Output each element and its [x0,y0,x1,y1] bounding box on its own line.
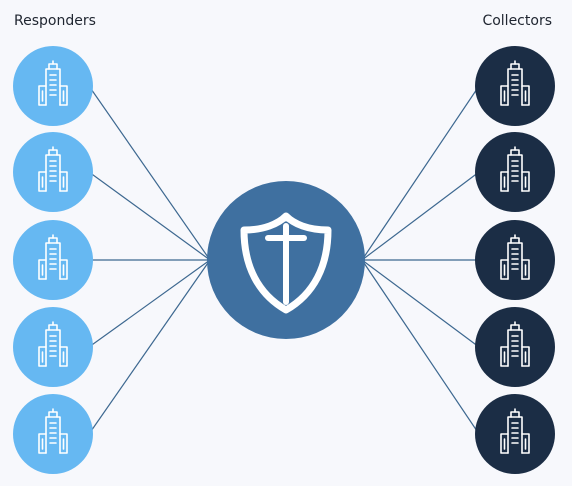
collector-node-3-circle [475,220,555,300]
responders-heading: Responders [14,13,96,29]
responder-node-5 [13,394,93,474]
responder-node-2-circle [13,132,93,212]
collectors-heading: Collectors [482,13,552,29]
responder-node-1 [13,46,93,126]
link-collector-2 [361,171,480,261]
responder-node-4-circle [13,307,93,387]
responder-node-5-circle [13,394,93,474]
responder-node-3-circle [13,220,93,300]
shield-sword-icon [240,212,332,314]
responder-node-1-circle [13,46,93,126]
link-responder-5 [88,259,211,435]
collector-node-2 [475,132,555,212]
collector-node-4 [475,307,555,387]
link-collector-4 [361,259,480,348]
link-responder-2 [88,171,211,261]
collector-node-4-circle [475,307,555,387]
collector-node-3 [475,220,555,300]
link-responder-1 [88,85,211,261]
collector-node-2-circle [475,132,555,212]
responder-node-4 [13,307,93,387]
link-collector-5 [361,259,480,435]
collector-node-5 [475,394,555,474]
link-collector-1 [361,85,480,261]
responder-nodes [13,46,93,474]
link-responder-4 [88,259,211,348]
collector-node-5-circle [475,394,555,474]
responder-node-3 [13,220,93,300]
collector-node-1-circle [475,46,555,126]
responder-node-2 [13,132,93,212]
collector-nodes [475,46,555,474]
collector-node-1 [475,46,555,126]
connection-lines [88,85,480,435]
hub-node [207,181,365,339]
